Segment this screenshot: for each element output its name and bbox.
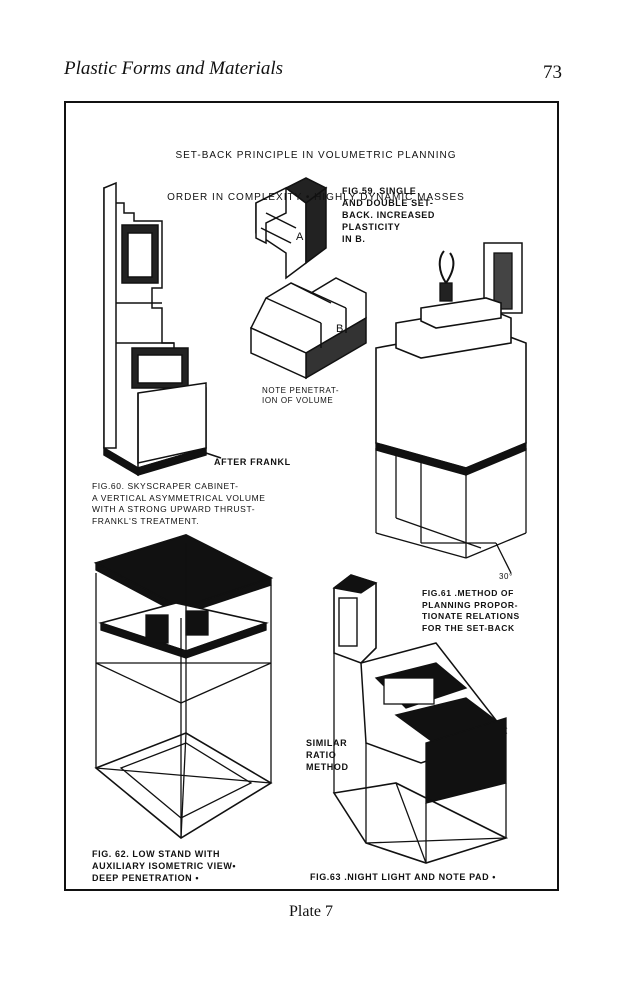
plate-label: Plate 7 (289, 903, 333, 920)
page-number: 73 (543, 62, 562, 83)
fig60-caption: FIG.60. SKYSCRAPER CABINET- A VERTICAL A… (92, 481, 266, 526)
similar-ratio-method: SIMILAR RATIO METHOD (306, 738, 349, 772)
after-frankl-note: AFTER FRANKL (214, 457, 291, 467)
fig59-label-b: B (336, 323, 344, 335)
penetration-note: NOTE PENETRAT- ION OF VOLUME (262, 386, 340, 405)
plate-illustration (93, 177, 527, 864)
fig62-caption: FIG. 62. LOW STAND WITH AUXILIARY ISOMET… (92, 849, 237, 883)
fig62-low-stand (93, 534, 274, 839)
fig60-skyscraper-cabinet (103, 181, 222, 477)
fig63-caption: FIG.63 .NIGHT LIGHT AND NOTE PAD • (310, 872, 497, 882)
plate-frame: SET-BACK PRINCIPLE IN VOLUMETRIC PLANNIN… (64, 101, 559, 891)
fig61-caption: FIG.61 .METHOD OF PLANNING PROPOR- TIONA… (422, 588, 520, 633)
fig63-night-light (332, 574, 509, 864)
fig59-label-a: A (296, 231, 304, 243)
fig61-setback-planning (375, 242, 527, 574)
fig59-block-a (255, 177, 328, 280)
angle-label: 30° (499, 572, 513, 581)
running-head: Plastic Forms and Materials (64, 58, 284, 79)
plate-title-line2: ORDER IN COMPLEXITY • HIGHLY DYNAMIC MAS… (167, 192, 465, 203)
plate-title: SET-BACK PRINCIPLE IN VOLUMETRIC PLANNIN… (136, 121, 496, 233)
fig59-caption: FIG.59. SINGLE AND DOUBLE SET- BACK. INC… (342, 186, 436, 244)
fig59-block-b (249, 277, 367, 380)
plate-title-line1: SET-BACK PRINCIPLE IN VOLUMETRIC PLANNIN… (175, 150, 457, 161)
